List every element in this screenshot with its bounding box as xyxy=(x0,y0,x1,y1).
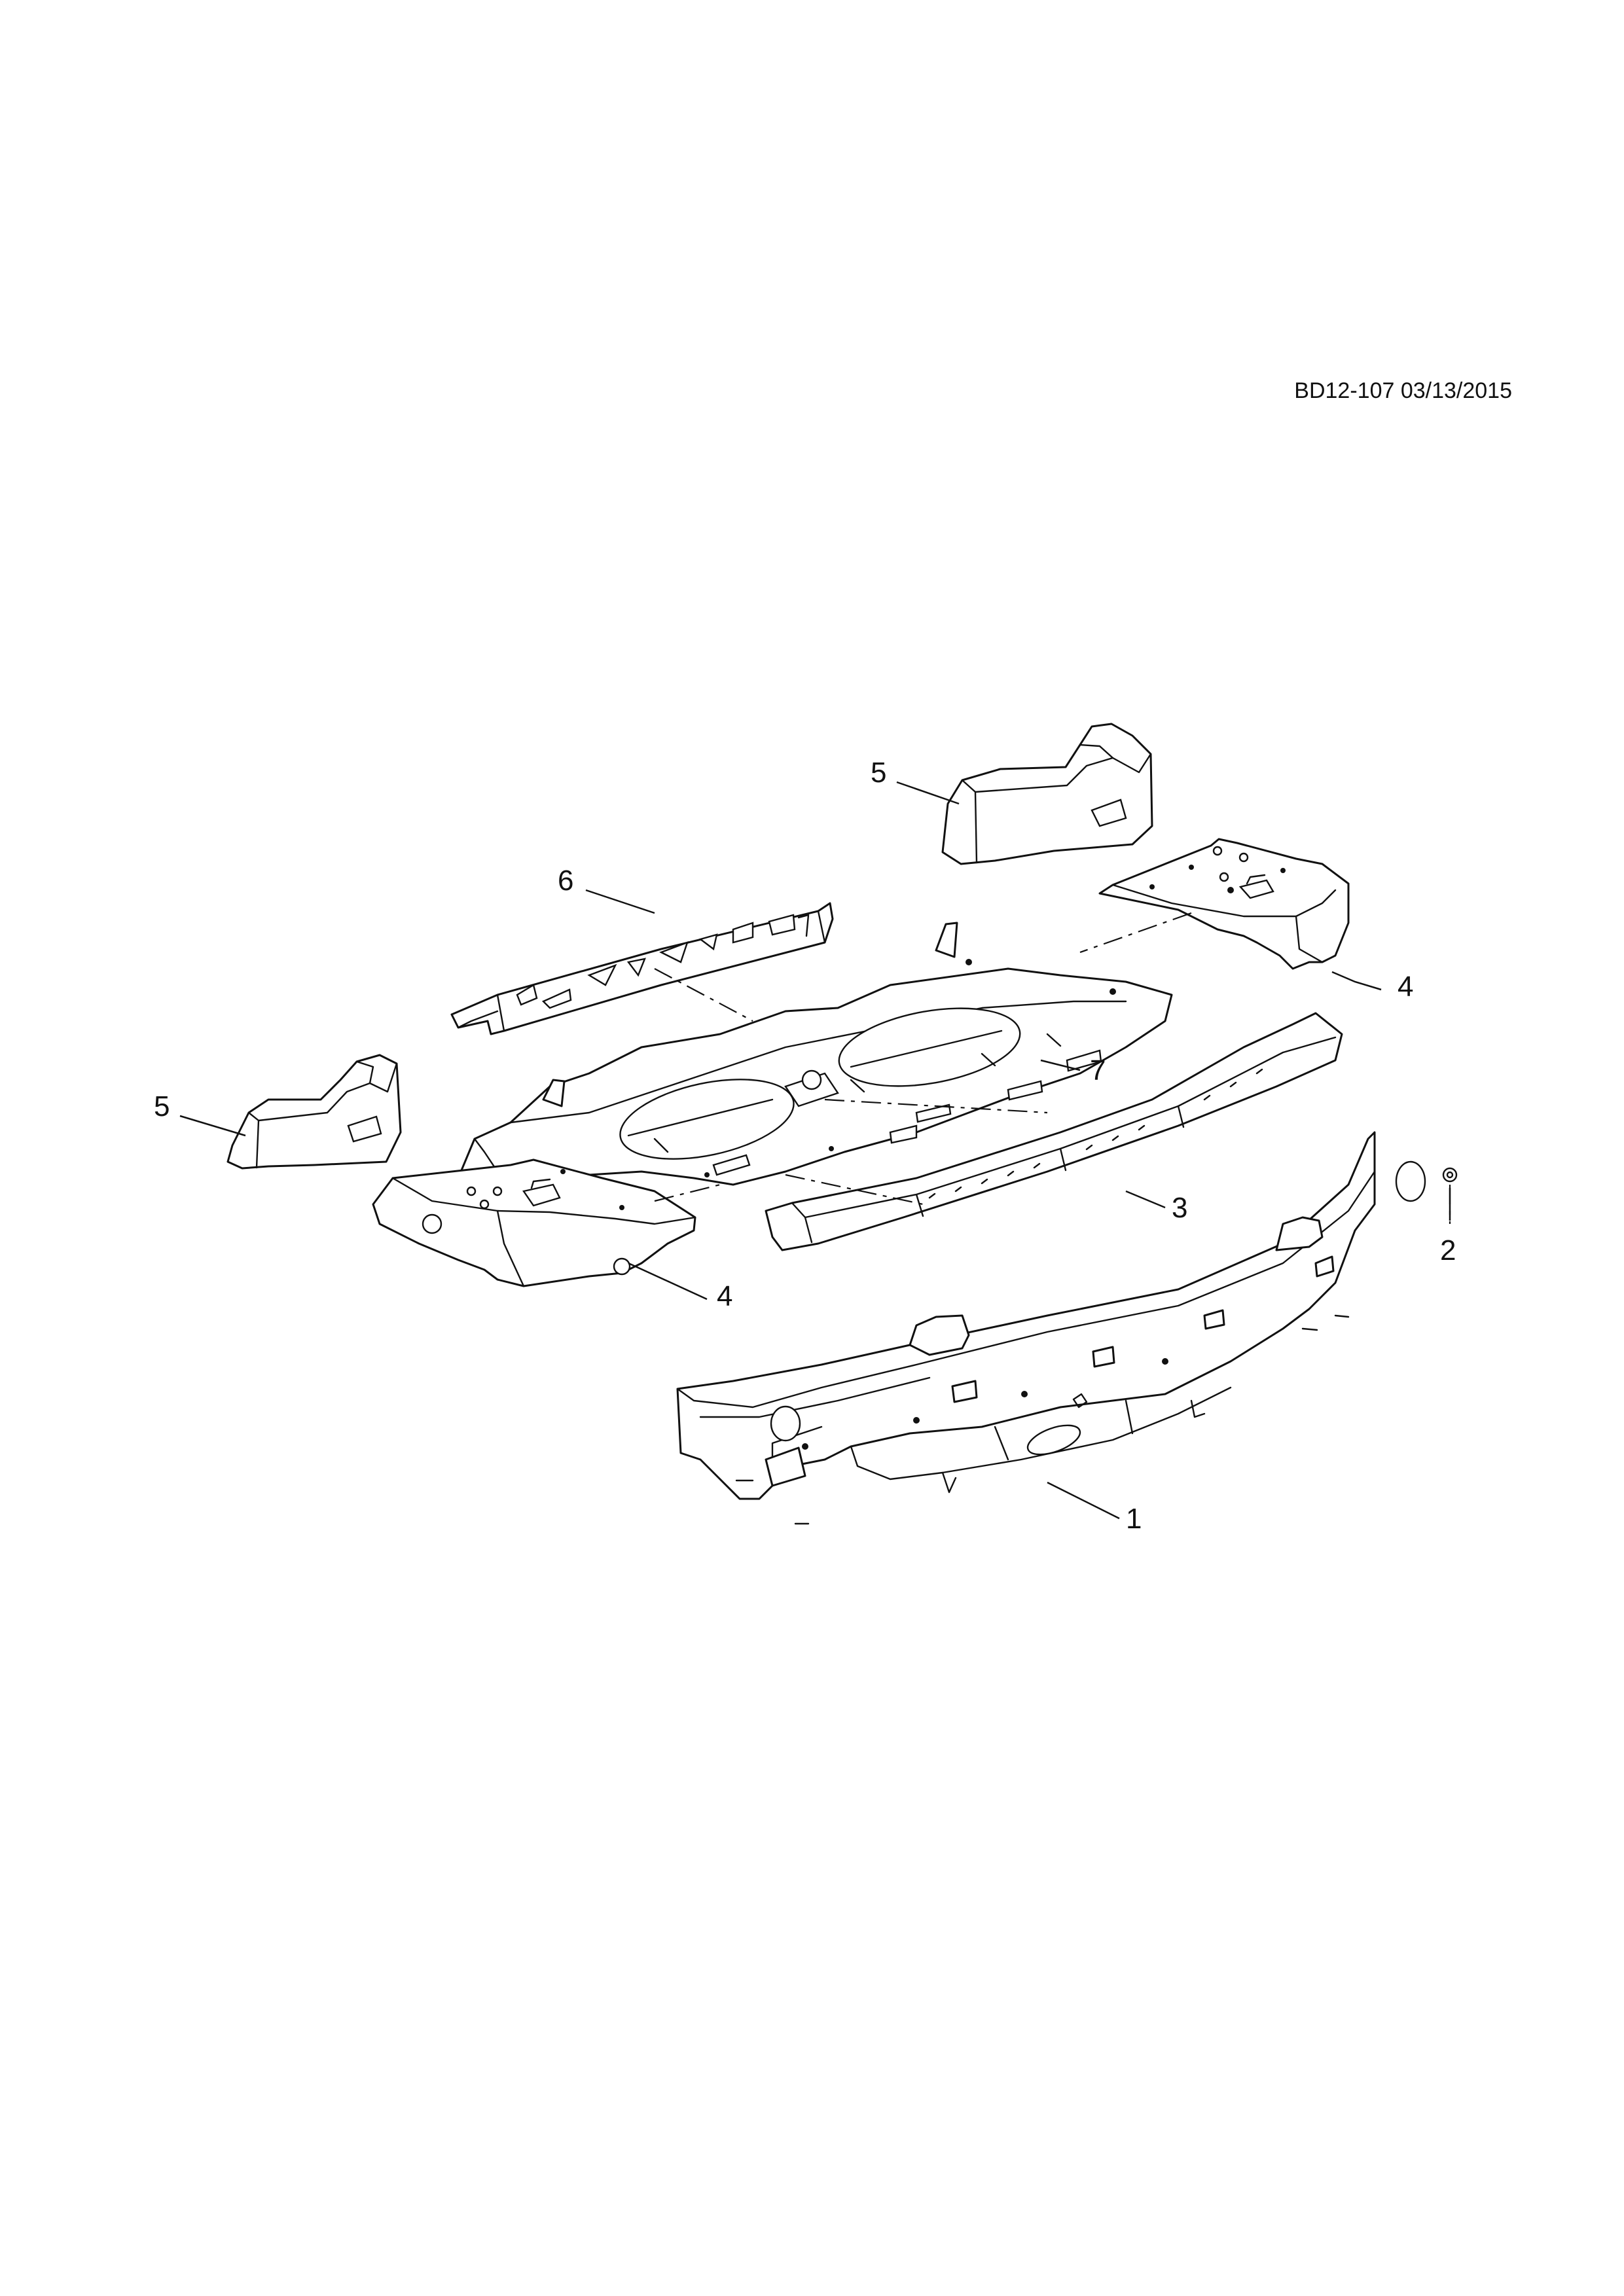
part-4-left-floor-side-panel xyxy=(372,1158,696,1287)
callout-part-3: 3 xyxy=(1172,1192,1187,1224)
part-5-right-filler-block xyxy=(941,723,1153,865)
leader-lines xyxy=(179,781,1451,1520)
part-1-rear-end-panel xyxy=(676,1131,1426,1525)
callout-part-1: 1 xyxy=(1126,1503,1142,1535)
callout-part-4-left: 4 xyxy=(717,1280,732,1312)
callout-part-4-right: 4 xyxy=(1398,971,1413,1003)
callout-part-7: 7 xyxy=(1090,1054,1106,1086)
part-4-right-floor-side-panel xyxy=(1098,838,1350,970)
part-2-nut xyxy=(1442,1167,1458,1183)
document-id-and-date: BD12-107 03/13/2015 xyxy=(1294,378,1512,403)
part-7-rear-floor-pan xyxy=(457,922,1173,1186)
callout-part-5-left: 5 xyxy=(154,1090,170,1122)
callout-part-6: 6 xyxy=(558,865,573,897)
part-5-left-filler-block xyxy=(226,1054,402,1170)
callout-part-2: 2 xyxy=(1440,1234,1456,1266)
callout-numbers: 5 5 6 4 4 7 3 2 1 xyxy=(154,757,1456,1535)
part-3-rear-cross-beam xyxy=(765,1012,1343,1251)
callout-part-5-right: 5 xyxy=(871,757,886,789)
part-6-cross-member-bracket xyxy=(450,902,834,1035)
